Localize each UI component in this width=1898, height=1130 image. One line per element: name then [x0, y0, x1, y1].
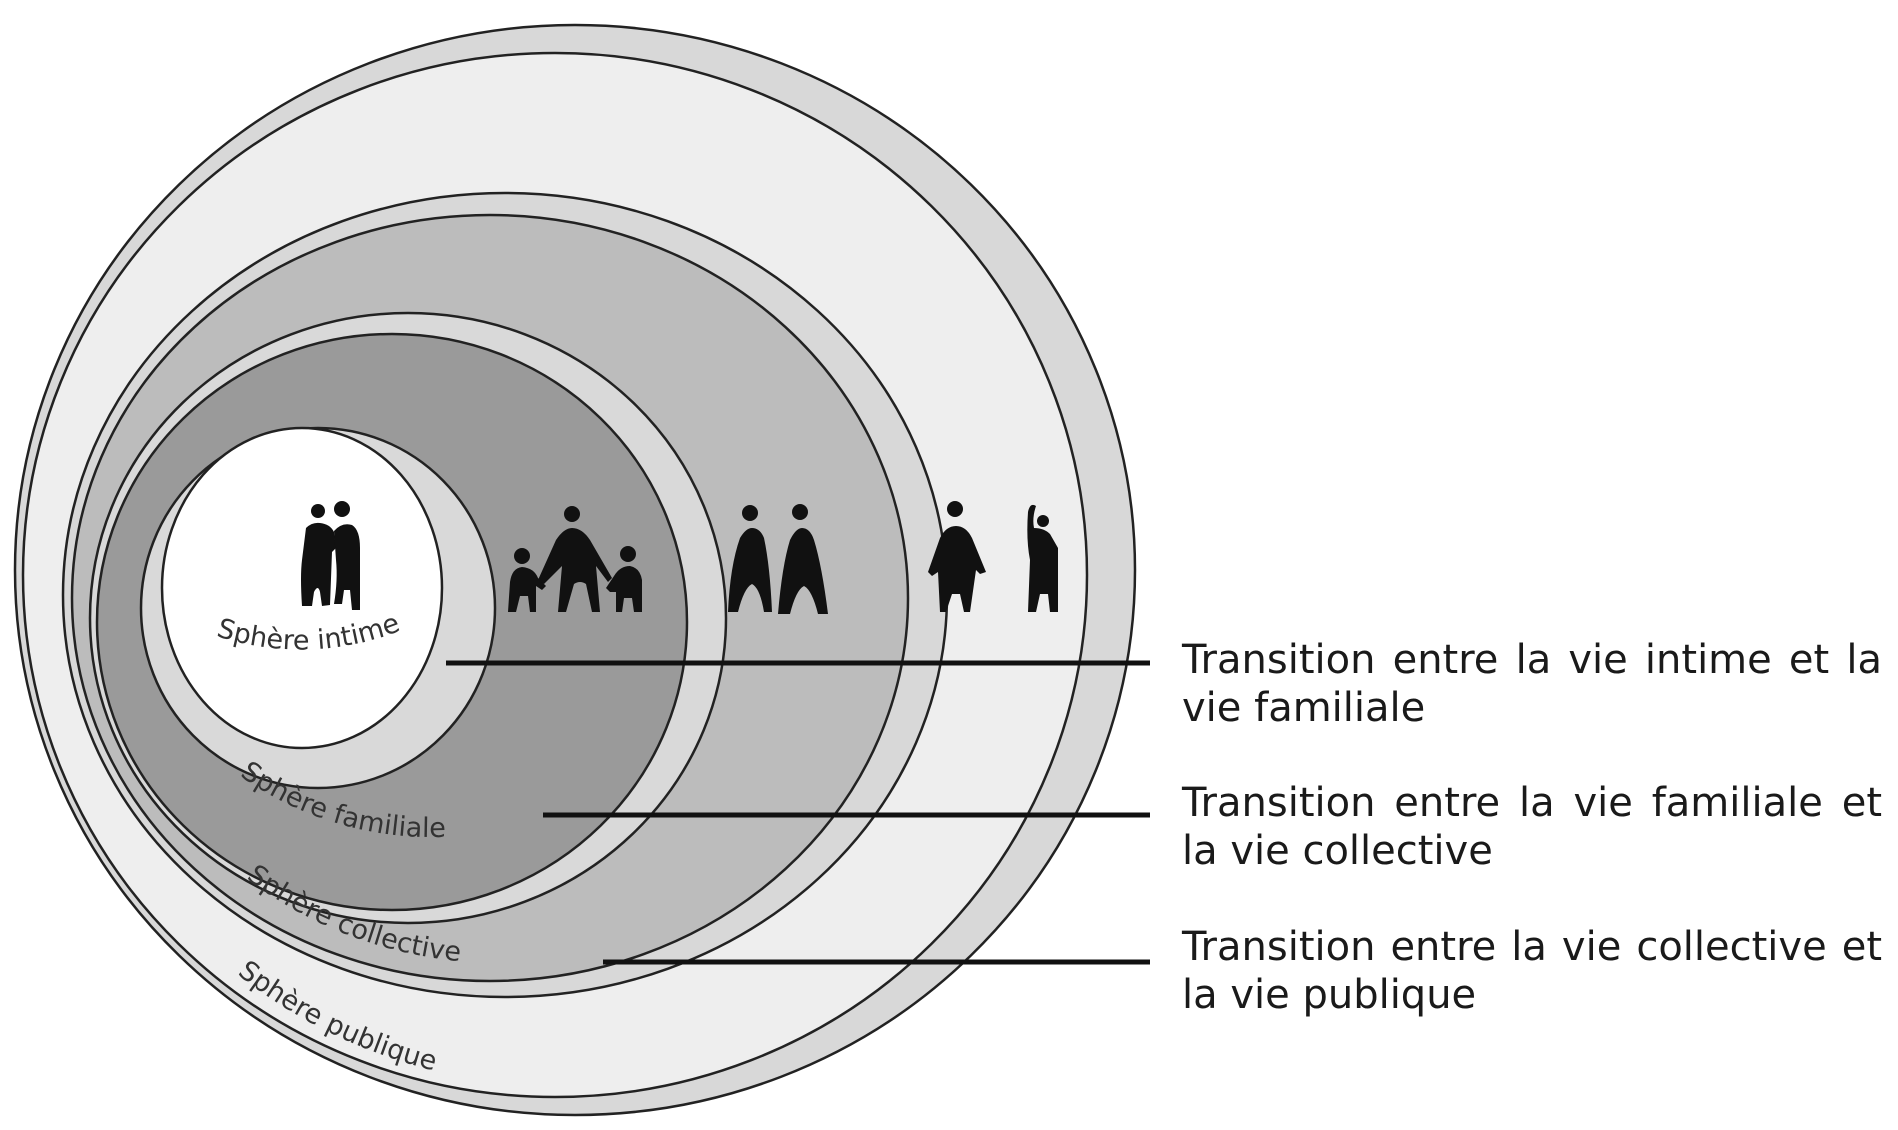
couple-icon: [301, 501, 360, 610]
legend-transition-intime-familiale: Transition entre la vie intime et la vie…: [1182, 637, 1882, 731]
two-people-icon: [728, 504, 828, 614]
family-icon: [508, 506, 642, 612]
legend-transition-collective-publique: Transition entre la vie collective et la…: [1182, 924, 1882, 1018]
legend-transition-familiale-collective: Transition entre la vie familiale et la …: [1182, 780, 1882, 874]
strangers-icon: [928, 501, 1058, 612]
